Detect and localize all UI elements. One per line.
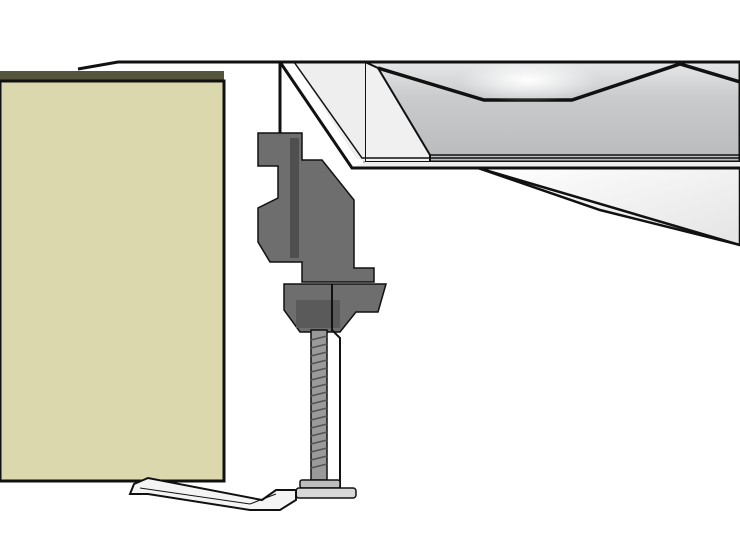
threaded-bolt-nut (295, 487, 357, 499)
sink-rim-lip (280, 62, 740, 168)
mounting-clip-slot (290, 138, 299, 258)
threaded-bolt (295, 284, 357, 499)
countertop-top-edge (77, 60, 740, 71)
mounting-clip-jaw-shadow (296, 300, 340, 328)
threaded-bolt-threads (310, 335, 328, 469)
sink-basin (363, 58, 740, 164)
sink-basin-ridge-line (377, 62, 740, 102)
threaded-bolt-washer (299, 479, 341, 489)
sink-basin-shine (458, 58, 598, 102)
cabinet-panel-face (0, 79, 226, 483)
clip-foot-bracket-crease (139, 487, 277, 505)
sink-underside-edge (477, 166, 740, 247)
sink-rim-outline (278, 61, 740, 170)
clip-foot-bracket (128, 476, 297, 511)
sink-rim-inner-outline (293, 61, 740, 159)
cabinet-side-panel (0, 71, 226, 483)
clip-foot-bracket-plate (128, 476, 297, 511)
sink-underside (477, 166, 740, 247)
cabinet-panel-top-edge (0, 71, 224, 81)
mounting-clip-body (257, 132, 375, 283)
threaded-bolt-wire-arm (331, 284, 341, 488)
sink-rim (278, 61, 740, 170)
